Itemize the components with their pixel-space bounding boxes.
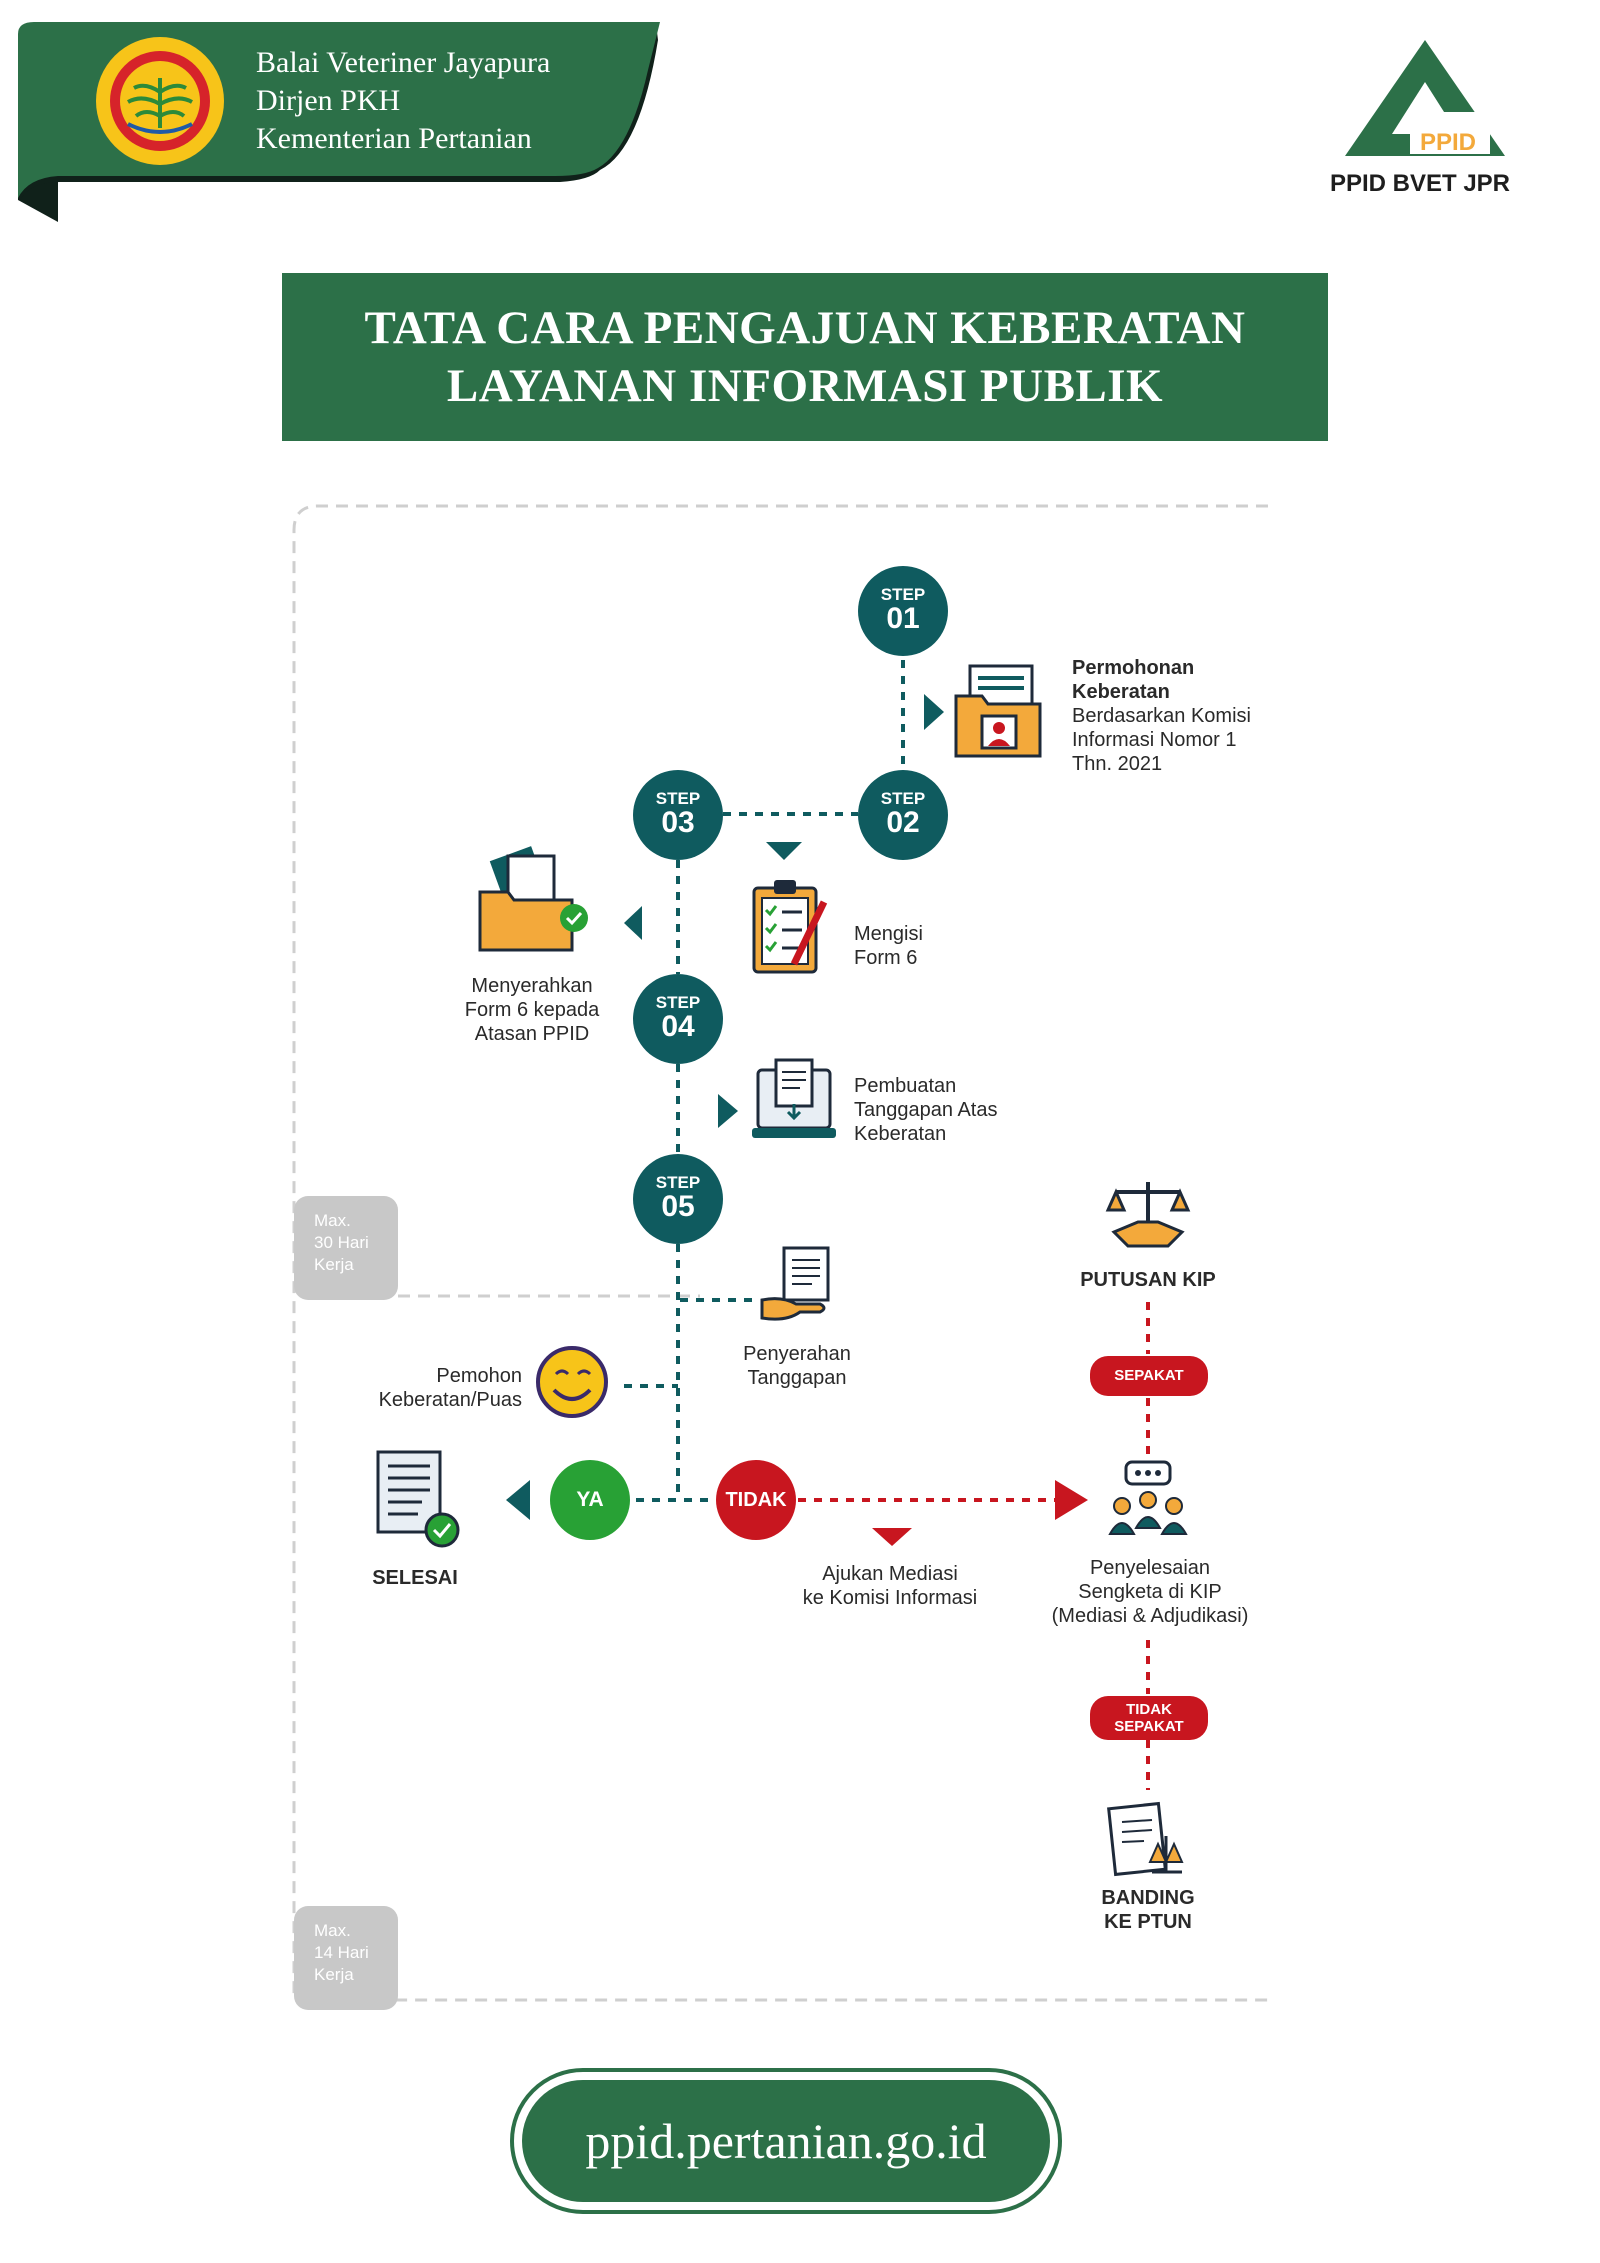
header-line-2: Dirjen PKH — [256, 84, 401, 117]
clipboard-checklist-icon — [752, 880, 828, 974]
step-number: 01 — [886, 602, 920, 635]
step-word: STEP — [655, 993, 701, 1012]
label-line: Menyerahkan — [471, 975, 593, 997]
arrow-right-icon — [718, 1094, 738, 1128]
ya-circle: YA — [550, 1460, 630, 1540]
tidak-sepakat-badge: TIDAK SEPAKAT — [1090, 1696, 1208, 1740]
step-word: STEP — [655, 1173, 701, 1192]
document-check-icon — [376, 1450, 460, 1548]
kementan-logo-icon — [96, 37, 224, 165]
ppid-label: PPID BVET JPR — [1329, 170, 1511, 197]
label-line: (Mediasi & Adjudikasi) — [1051, 1605, 1249, 1627]
box-line: 30 Hari — [314, 1233, 369, 1252]
step-03-circle: STEP 03 — [633, 770, 723, 860]
badge-line: SEPAKAT — [1114, 1718, 1184, 1735]
permohonan-keberatan-label: Permohonan Keberatan Berdasarkan Komisi … — [1072, 656, 1292, 776]
label-line: Sengketa di KIP — [1078, 1581, 1222, 1603]
mengisi-form-label: Mengisi Form 6 — [854, 922, 994, 970]
label-line: Mengisi — [854, 923, 923, 945]
title-line-2: LAYANAN INFORMASI PUBLIK — [446, 360, 1164, 412]
step-01-circle: STEP 01 — [858, 566, 948, 656]
label-line: Penyerahan — [743, 1343, 851, 1365]
badge-line: TIDAK — [1126, 1701, 1172, 1718]
teal-connectors — [624, 660, 905, 1502]
label-line: Berdasarkan Komisi — [1072, 705, 1251, 727]
label-line: Form 6 — [854, 947, 918, 969]
label-line: Keberatan — [1072, 681, 1170, 703]
box-line: Max. — [314, 1921, 351, 1940]
box-line: 14 Hari — [314, 1943, 369, 1962]
menyerahkan-form-label: Menyerahkan Form 6 kepada Atasan PPID — [432, 974, 632, 1046]
header-line-1: Balai Veteriner Jayapura — [256, 46, 551, 79]
label-line: Thn. 2021 — [1072, 753, 1163, 775]
banding-ptun-label: BANDING KE PTUN — [1058, 1886, 1238, 1934]
smiley-face-icon — [536, 1346, 608, 1418]
step-number: 05 — [661, 1190, 695, 1223]
website-url[interactable]: ppid.pertanian.go.id — [522, 2080, 1050, 2202]
folder-documents-icon — [478, 846, 588, 952]
label-line: KE PTUN — [1104, 1911, 1192, 1933]
label-line: ke Komisi Informasi — [802, 1587, 978, 1609]
box-line: Kerja — [314, 1965, 354, 1984]
arrow-right-icon — [924, 694, 944, 730]
laptop-document-icon — [752, 1058, 836, 1138]
label-line: Pemohon — [436, 1365, 522, 1387]
ajukan-mediasi-label: Ajukan Mediasi ke Komisi Informasi — [780, 1562, 1000, 1610]
step-number: 02 — [886, 806, 920, 839]
label-line: Keberatan — [854, 1123, 947, 1145]
step-word: STEP — [655, 789, 701, 808]
arrow-left-icon — [624, 906, 642, 940]
label-line: Pembuatan — [854, 1075, 957, 1097]
folder-form-icon — [954, 664, 1042, 758]
selesai-label: SELESAI — [372, 1567, 458, 1589]
arrow-down-icon — [872, 1528, 912, 1546]
legal-document-icon — [1107, 1801, 1184, 1877]
meeting-group-icon — [1108, 1460, 1188, 1535]
hand-document-icon — [760, 1246, 830, 1321]
title-line-1: TATA CARA PENGAJUAN KEBERATAN — [364, 302, 1246, 354]
scale-handshake-icon — [1105, 1182, 1191, 1248]
sepakat-badge: SEPAKAT — [1090, 1356, 1208, 1396]
label-line: Form 6 kepada — [464, 999, 600, 1021]
arrow-left-icon — [506, 1480, 530, 1520]
max-14-days-box: Max. 14 Hari Kerja — [294, 1906, 398, 2010]
arrow-right-icon — [1055, 1480, 1088, 1520]
red-connectors — [798, 1302, 1150, 1790]
step-05-circle: STEP 05 — [633, 1154, 723, 1244]
arrow-down-icon — [766, 842, 802, 860]
label-line: Permohonan — [1072, 657, 1195, 679]
step-number: 03 — [661, 806, 695, 839]
header-banner — [18, 22, 660, 222]
label-line: BANDING — [1101, 1887, 1195, 1909]
label-line: Tanggapan — [747, 1367, 847, 1389]
label-line: Penyelesaian — [1089, 1557, 1211, 1579]
tidak-circle: TIDAK — [716, 1460, 796, 1540]
penyerahan-tanggapan-label: Penyerahan Tanggapan — [722, 1342, 872, 1390]
box-line: Kerja — [314, 1255, 354, 1274]
putusan-kip-label: PUTUSAN KIP — [1080, 1269, 1216, 1291]
label-line: Keberatan/Puas — [378, 1389, 522, 1411]
website-url-badge[interactable]: ppid.pertanian.go.id — [510, 2068, 1062, 2214]
step-02-circle: STEP 02 — [858, 770, 948, 860]
ppid-logo-text: PPID — [1420, 129, 1476, 156]
label-line: Tanggapan Atas — [854, 1099, 998, 1121]
pemohon-puas-label: Pemohon Keberatan/Puas — [340, 1364, 522, 1412]
label-line: Ajukan Mediasi — [822, 1563, 958, 1585]
pembuatan-tanggapan-label: Pembuatan Tanggapan Atas Keberatan — [854, 1074, 1054, 1146]
page-title: TATA CARA PENGAJUAN KEBERATAN LAYANAN IN… — [282, 273, 1328, 441]
label-line: Atasan PPID — [474, 1023, 590, 1045]
step-04-circle: STEP 04 — [633, 974, 723, 1064]
max-30-days-box: Max. 30 Hari Kerja — [294, 1196, 398, 1300]
step-word: STEP — [880, 585, 926, 604]
header-agency-text: Balai Veteriner Jayapura Dirjen PKH Keme… — [256, 44, 550, 158]
frame-border — [292, 504, 1268, 2002]
header-line-3: Kementerian Pertanian — [256, 122, 532, 155]
step-word: STEP — [880, 789, 926, 808]
penyelesaian-sengketa-label: Penyelesaian Sengketa di KIP (Mediasi & … — [1030, 1556, 1270, 1628]
label-line: Informasi Nomor 1 — [1072, 729, 1237, 751]
ppid-logo-icon: PPID — [1345, 40, 1505, 156]
step-number: 04 — [661, 1010, 695, 1043]
box-line: Max. — [314, 1211, 351, 1230]
